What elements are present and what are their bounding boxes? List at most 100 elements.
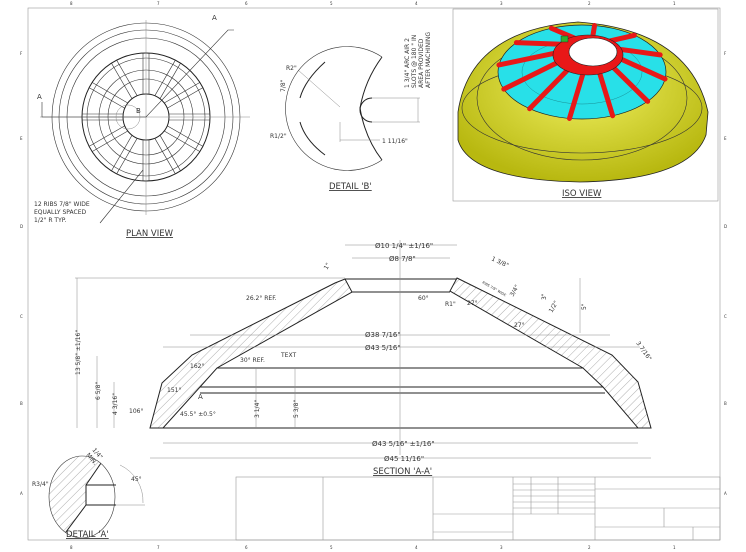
dim-height-6-5-8: 6 5/8" <box>95 382 102 400</box>
rib-edge <box>154 138 176 175</box>
zone-label-side: E <box>20 136 23 141</box>
rib-edge <box>88 125 125 147</box>
zone-label-side: A <box>20 491 23 496</box>
zone-label-top: 6 <box>245 1 248 6</box>
rib-note-line2: EQUALLY SPACED <box>34 209 86 216</box>
rib-edge <box>116 138 138 175</box>
dim-height-4-3-16: 4 3/16" <box>112 393 119 415</box>
dim-bottom-od: Ø45 11/16" <box>384 455 424 463</box>
rib-edge <box>167 125 204 147</box>
dim-3: 3" <box>541 293 548 300</box>
slot-note-line1: 1 3/4" ARC AIR 2 <box>404 38 411 88</box>
dim-1-3-8: 1 3/8" <box>490 255 510 269</box>
rib-edge <box>116 59 138 96</box>
dim-7-8: 7/8" <box>280 79 287 92</box>
dim-60deg: 60° <box>418 295 429 302</box>
rib-edge <box>164 130 201 152</box>
rib-edge <box>91 82 128 104</box>
zone-label-top: 8 <box>70 1 73 6</box>
rib-edge <box>154 59 176 96</box>
dim-r2: R2" <box>286 65 297 72</box>
zone-label-top: 2 <box>588 545 591 550</box>
section-marker-left: A <box>37 93 42 101</box>
detail-a: R3/4" 1/4" MIN. 45° DETAIL 'A' <box>32 447 145 540</box>
dim-height-13-5-8: 13 5/8" ±1/16" <box>75 330 82 375</box>
iso-view: ISO VIEW <box>452 8 719 202</box>
rib-edge <box>91 130 128 152</box>
zone-label-top: 2 <box>588 1 591 6</box>
rib-edge <box>164 82 201 104</box>
title-block <box>235 476 721 541</box>
section-marker-right: A <box>212 14 217 22</box>
dim-r3-4: R3/4" <box>32 481 49 488</box>
zone-label-top: 3 <box>500 1 503 6</box>
detail-b-marker: B <box>136 107 141 115</box>
dim-3-7-16: 3 7/16" <box>634 340 652 362</box>
dim-1-11-16: 1 11/16" <box>382 138 408 145</box>
zone-label-side: F <box>724 51 727 56</box>
iso-rib <box>566 69 587 121</box>
text-callout: TEXT <box>280 352 296 359</box>
detail-b-title: DETAIL 'B' <box>329 182 372 192</box>
zone-label-top: 3 <box>500 545 503 550</box>
slot-note-line3: AREA PROVIDED <box>418 38 425 88</box>
dim-bottom-id-tol: Ø43 5/16" ±1/16" <box>372 440 435 448</box>
dim-45-5deg: 45.5° ±0.5° <box>180 411 216 418</box>
zone-label-top: 6 <box>245 545 248 550</box>
dim-height-3-1-4: 3 1/4" <box>254 400 261 418</box>
dim-top-id: Ø8 7/8" <box>389 255 416 263</box>
dim-top-od-tol: Ø10 1/4" ±1/16" <box>375 242 433 250</box>
iso-rib <box>596 68 616 119</box>
zone-label-top: 5 <box>330 1 333 6</box>
zone-label-side: B <box>20 401 23 406</box>
rib-edge <box>111 135 133 172</box>
zone-label-side: C <box>20 314 23 319</box>
rib-edge <box>159 62 181 99</box>
section-aa-title: SECTION 'A-A' <box>373 467 432 477</box>
slot-note-line4: AFTER MACHINING <box>425 32 432 88</box>
zone-label-top: 8 <box>70 545 73 550</box>
dim-od-43-5-16: Ø43 5/16" <box>365 344 401 352</box>
iso-rib <box>613 46 663 58</box>
iso-rib <box>513 40 568 47</box>
zone-label-top: 7 <box>157 545 160 550</box>
zone-label-top: 1 <box>673 1 676 6</box>
rib-edge <box>159 135 181 172</box>
dim-30-ref: 30° REF. <box>240 357 265 364</box>
dim-45deg: 45° <box>131 476 142 483</box>
zone-label-side: A <box>724 491 727 496</box>
plan-view: A A B 12 RIBS 7/8" WIDE EQUALLY SPACED 1… <box>34 14 250 239</box>
zone-label-top: 1 <box>673 545 676 550</box>
iso-rib <box>527 65 572 112</box>
zone-label-side: E <box>724 136 727 141</box>
dim-151deg: 151° <box>167 387 181 394</box>
iso-rib <box>496 49 561 68</box>
rib-note-line3: 1/2" R TYP. <box>34 217 66 224</box>
rib-edge <box>111 62 133 99</box>
zone-label-side: F <box>20 51 23 56</box>
zone-label-side: B <box>724 401 727 406</box>
dim-162deg: 162° <box>190 363 204 370</box>
dim-1-2: 1/2" <box>548 300 560 314</box>
dim-106deg: 106° <box>129 408 143 415</box>
dim-height-5-3-8: 5 3/8" <box>293 400 300 418</box>
detail-a-title: DETAIL 'A' <box>66 530 109 540</box>
rib-note-line1: 12 RIBS 7/8" WIDE <box>34 201 90 208</box>
dim-27deg-a: 27° <box>467 300 478 307</box>
section-aa: Ø10 1/4" ±1/16" Ø8 7/8" 1" 1 3/8" 26.2° … <box>75 240 653 477</box>
detail-a-marker: A <box>198 393 203 401</box>
zone-label-side: C <box>724 314 727 319</box>
plan-view-title: PLAN VIEW <box>126 229 174 239</box>
zone-label-top: 7 <box>157 1 160 6</box>
dim-5: 5" <box>581 303 588 310</box>
rib-edge <box>88 87 125 109</box>
zone-label-top: 5 <box>330 545 333 550</box>
iso-rib <box>501 58 563 92</box>
zone-label-side: D <box>20 224 23 229</box>
zone-label-top: 4 <box>415 545 418 550</box>
dim-27deg-b: 27° <box>514 322 525 329</box>
detail-b: R2" 7/8" R1/2" 1 11/16" 1 3/4" ARC AIR 2… <box>270 32 432 192</box>
zone-label-top: 4 <box>415 1 418 6</box>
iso-rib <box>608 63 651 104</box>
dim-r1: R1" <box>445 301 456 308</box>
